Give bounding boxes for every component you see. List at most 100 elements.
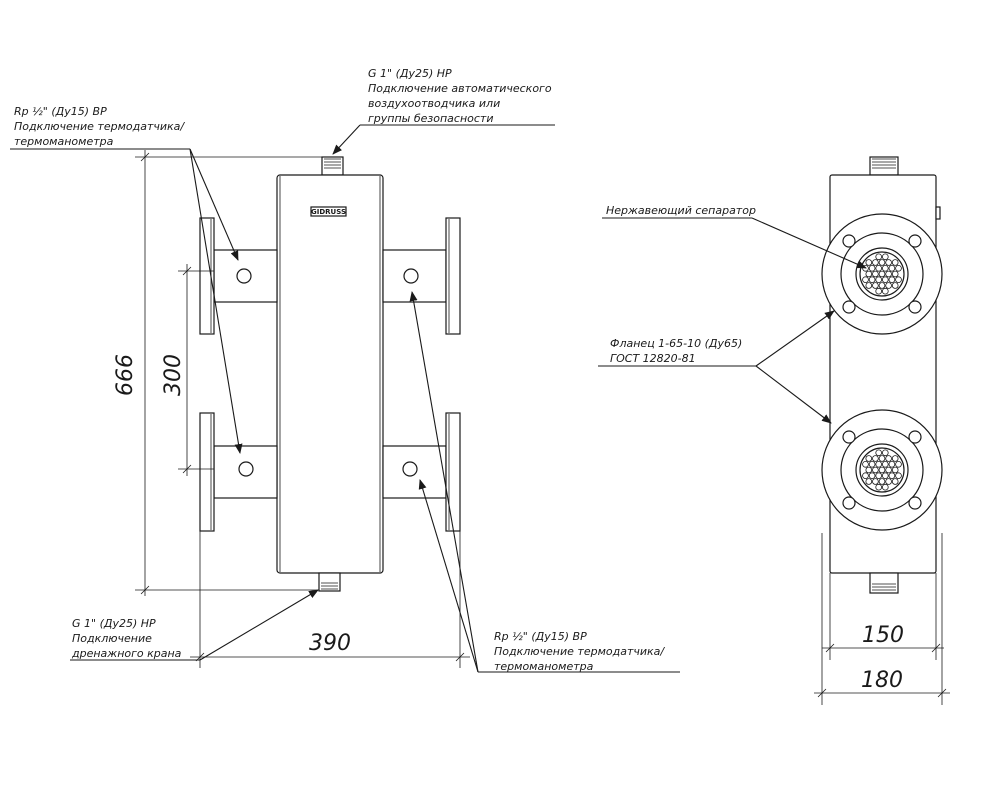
callout-leader [199,589,319,661]
callout-flange: Фланец 1-65-10 (Ду65) ГОСТ 12820-81 [598,310,835,424]
height-value: 666 [113,354,138,396]
callout-text: группы безопасности [368,112,493,125]
left-lower-flange [199,412,215,532]
separator-hole [895,460,902,468]
callout-leader [332,124,361,155]
separator-hole [888,276,896,284]
left-lower-sensor-port [238,461,254,477]
callout-leader [755,365,832,424]
callout-text: Подключение [72,632,152,645]
callout-text: воздухоотводчика или [368,97,500,110]
separator-hole [865,270,873,278]
separator-hole [878,455,886,462]
separator-hole [881,449,889,457]
left-upper-sensor-port [236,268,252,284]
side-top-fitting [869,156,899,176]
callout-text: Rp ½" (Ду15) ВР [494,630,587,643]
separator-hole [885,478,892,485]
separator-insert [859,251,905,297]
separator-hole [878,282,886,289]
lower-flange [821,409,943,531]
callout-text: G 1" (Ду25) НР [368,67,452,80]
body-width-value: 150 [862,623,904,648]
bolt-hole [842,496,856,510]
separator-hole [878,259,886,266]
callout-text: термоманометра [14,135,114,148]
separator-hole [891,455,899,462]
separator-hole [865,282,873,289]
dimension-nozzle-spacing: 300 [161,264,214,476]
separator-hole [881,276,889,284]
separator-hole [862,276,869,284]
dimension-body-width: 150 [822,573,944,660]
separator-hole [872,270,879,278]
separator-hole [862,472,869,480]
width-value: 390 [309,631,351,656]
separator-hole [865,478,873,485]
separator-hole [891,466,899,474]
separator-mesh [862,253,902,295]
bolt-hole [908,496,922,510]
separator-hole [881,483,889,491]
left-upper-flange [199,217,215,335]
callout-text: Подключение термодатчика/ [494,645,665,658]
dimension-ticks [825,643,941,653]
separator-hole [875,253,882,261]
dimension-ticks [140,152,150,595]
separator-hole [895,264,902,272]
callout-leader [755,310,835,367]
separator-hole [875,276,882,284]
separator-hole [891,478,899,485]
separator-hole [875,472,882,480]
separator-hole [878,270,886,278]
right-lower-flange [445,412,461,532]
right-upper-sensor-port [403,268,419,284]
separator-hole [875,460,882,468]
separator-hole [878,466,886,474]
right-lower-sensor-port [402,461,418,477]
separator-hole [885,282,892,289]
separator-hole [881,264,889,272]
right-upper-flange [445,217,461,335]
separator-hole [891,270,899,278]
callout-text: Подключение термодатчика/ [14,120,185,133]
bolt-hole [842,430,856,444]
separator-hole [895,276,902,284]
side-top-fitting-thread [872,158,896,169]
separator-hole [888,472,896,480]
callout-text: Подключение автоматического [368,82,552,95]
dimension-flange-width: 180 [814,533,950,705]
separator-hole [891,259,899,266]
logo-text: GIDRUSS [311,208,346,216]
side-view: Нержавеющий сепаратор Фланец 1-65-10 (Ду… [598,156,950,705]
side-bottom-fitting-thread [872,583,896,591]
separator-hole [868,276,876,284]
separator-hole [865,455,873,462]
bolt-hole [908,300,922,314]
separator-hole [872,466,879,474]
callout-text: термоманометра [494,660,594,673]
front-view: GIDRUSS 666 [10,67,680,673]
callout-leader [189,148,243,454]
bolt-hole [842,234,856,248]
bolt-hole [908,234,922,248]
dimension-ticks [817,688,947,698]
bottom-fitting-thread [321,582,338,590]
separator-hole [862,460,869,468]
separator-hole [865,466,873,474]
separator-hole [872,455,879,462]
separator-hole [875,449,882,457]
bottom-fitting [318,572,341,592]
bolt-hole [908,430,922,444]
separator-insert [859,447,905,493]
separator-hole [878,478,886,485]
separator-hole [881,287,889,295]
separator-hole [881,472,889,480]
callout-separator: Нержавеющий сепаратор [602,204,867,269]
separator-mesh [862,449,902,491]
callout-text: Rp ½" (Ду15) ВР [14,105,107,118]
dimension-height: 666 [113,150,322,596]
callout-left-sensors: Rp ½" (Ду15) ВР Подключение термодатчика… [10,105,243,454]
